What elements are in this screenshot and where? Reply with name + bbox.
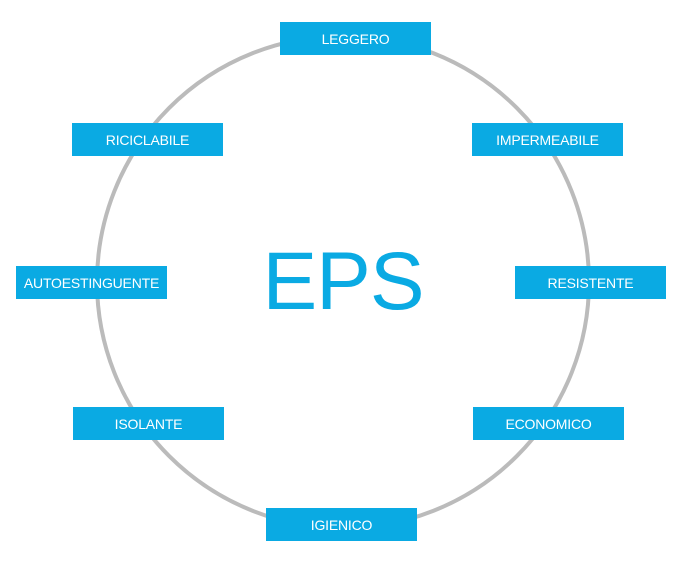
property-igienico: IGIENICO: [266, 508, 417, 541]
property-resistente: RESISTENTE: [515, 266, 666, 299]
property-riciclabile: RICICLABILE: [72, 123, 223, 156]
property-isolante: ISOLANTE: [73, 407, 224, 440]
property-leggero: LEGGERO: [280, 22, 431, 55]
center-label: EPS: [262, 236, 424, 327]
property-autoestinguente: AUTOESTINGUENTE: [16, 266, 167, 299]
property-impermeabile: IMPERMEABILE: [472, 123, 623, 156]
property-economico: ECONOMICO: [473, 407, 624, 440]
